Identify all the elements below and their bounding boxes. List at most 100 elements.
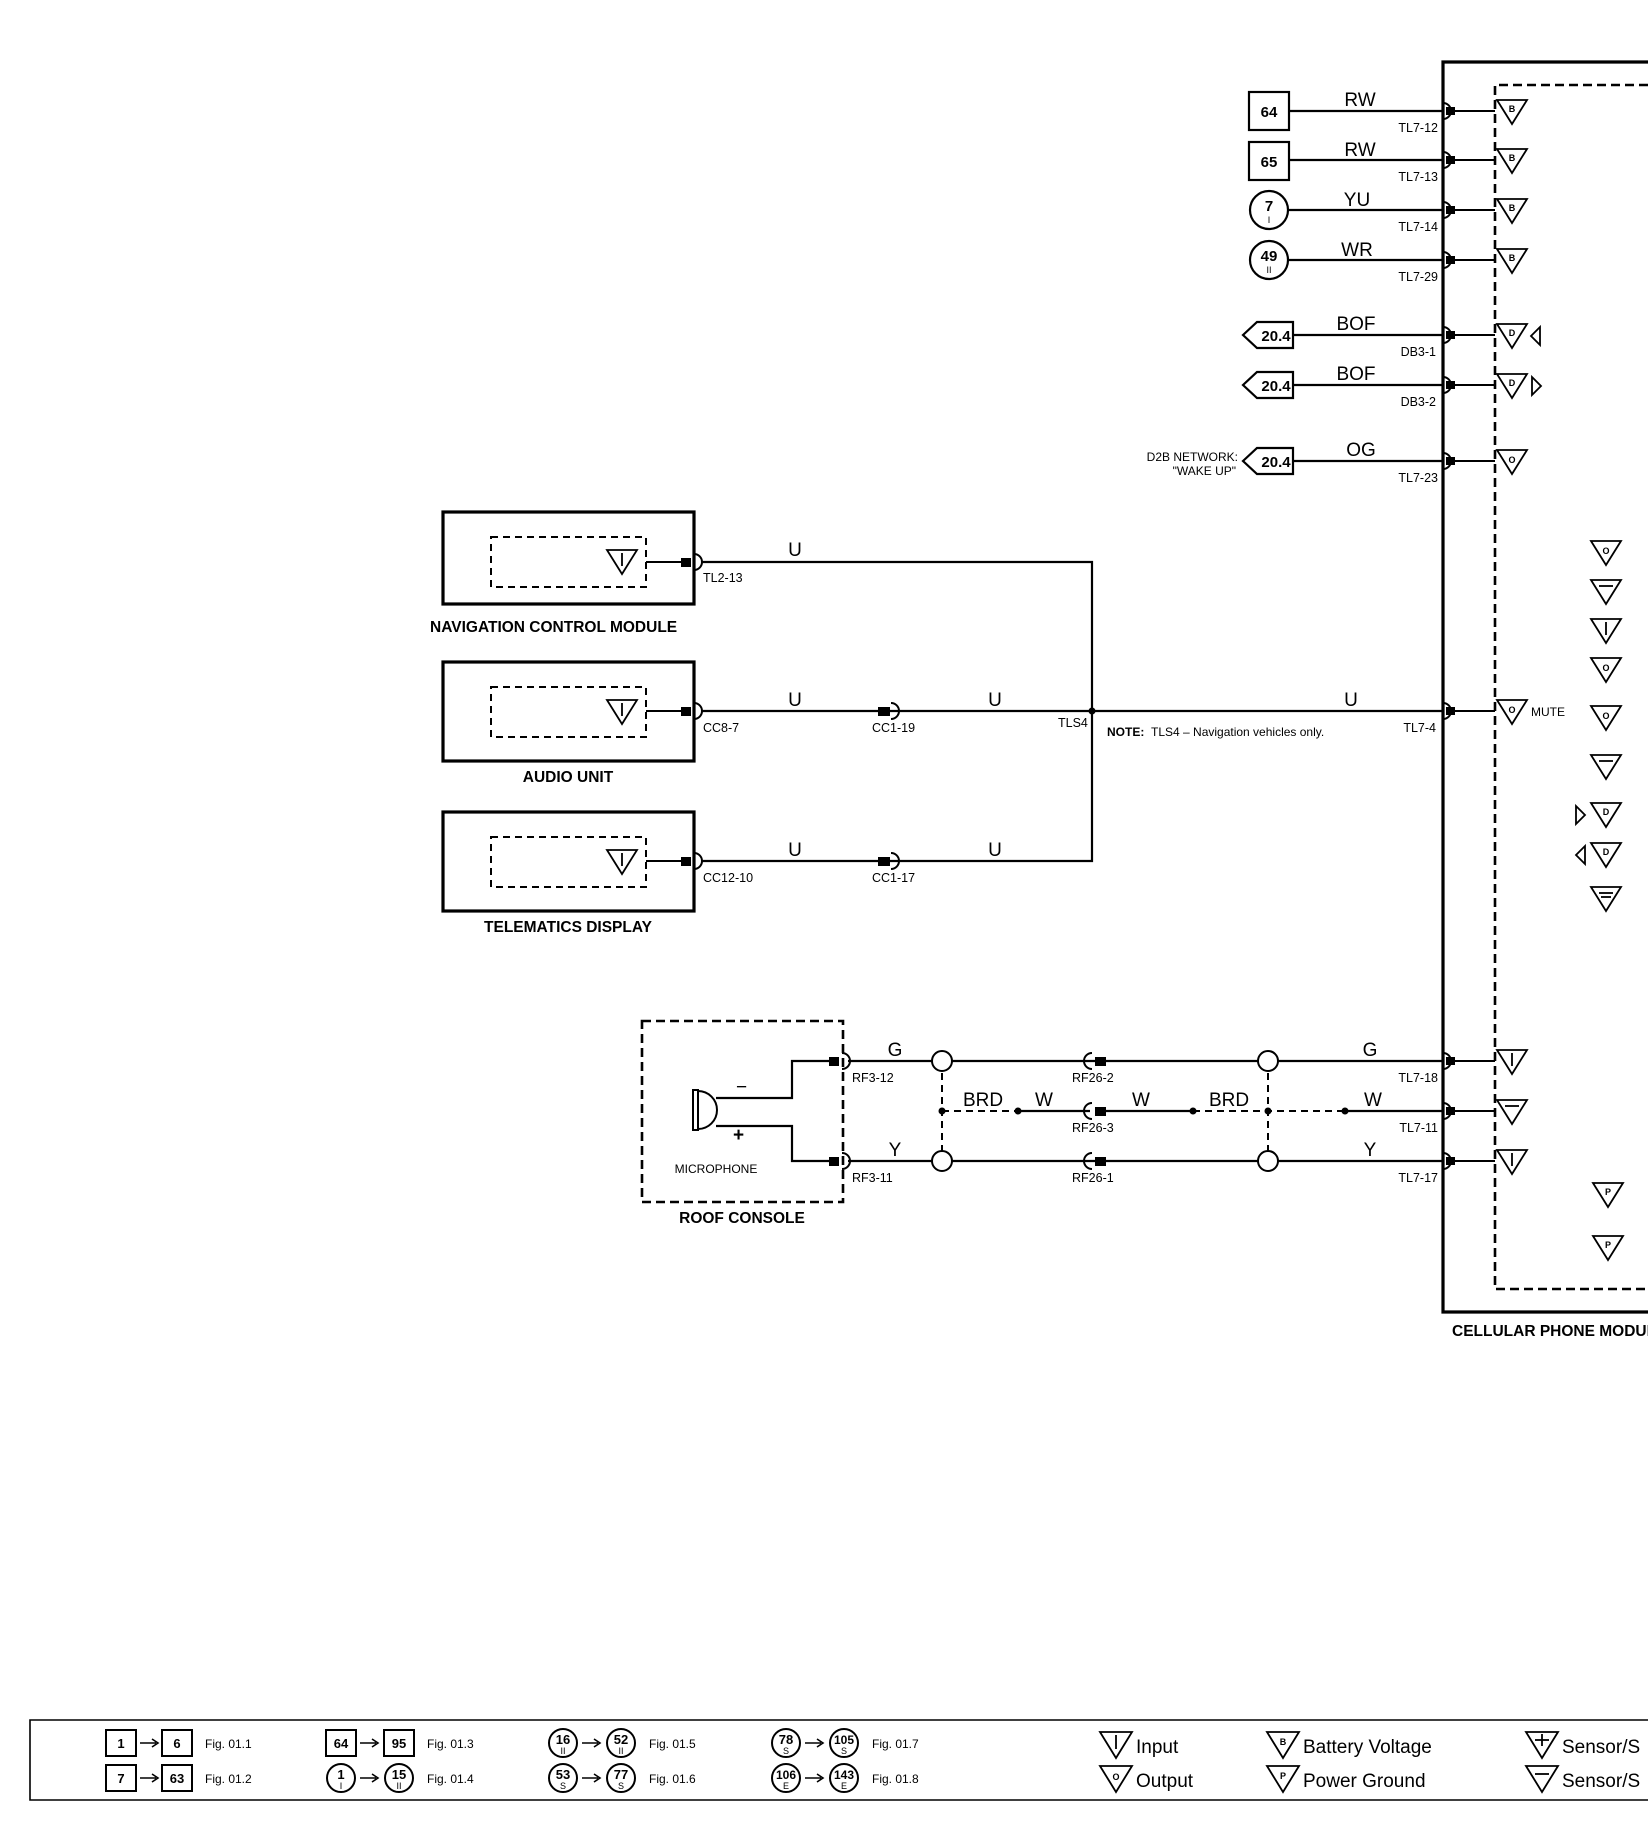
- wire-color-label: BRD: [963, 1090, 1003, 1111]
- supply-row-7: 7 I YU TL7-14: [1248, 189, 1443, 234]
- legend-range-7: 78 S 105 S Fig. 01.7: [771, 1728, 919, 1758]
- wire-color-label: W: [1364, 1090, 1382, 1111]
- battery-voltage-icon: [1265, 1731, 1301, 1760]
- sensor-ground-icon: [1589, 886, 1623, 913]
- svg-text:105: 105: [834, 1733, 854, 1747]
- arrow-right-icon: [140, 1738, 160, 1748]
- bus-direction-right-icon: [1575, 803, 1587, 827]
- pin-label: DB3-1: [1401, 345, 1436, 359]
- page-ref-64-label: 64: [1261, 104, 1278, 121]
- svg-text:O: O: [1602, 663, 1609, 673]
- legend-range-3: 64 95 Fig. 01.3: [325, 1729, 474, 1757]
- pin-label: TL7-14: [1398, 220, 1438, 234]
- legend-fig-label: Fig. 01.7: [872, 1737, 919, 1751]
- supply-row-49: 49 II WR TL7-29: [1248, 239, 1443, 284]
- svg-text:7: 7: [117, 1771, 124, 1786]
- legend: 1 6 Fig. 01.1 7 63 Fig. 01.2 64 95 Fig. …: [29, 1719, 1648, 1801]
- power-ground-icon: [1591, 1235, 1625, 1262]
- note-text: TLS4 – Navigation vehicles only.: [1151, 725, 1324, 739]
- svg-text:1: 1: [117, 1736, 124, 1751]
- mute-label: MUTE: [1531, 705, 1565, 719]
- legend-range-1: 1 6 Fig. 01.1: [105, 1729, 252, 1757]
- svg-text:64: 64: [334, 1736, 349, 1751]
- page-ref-7-label: 7: [1265, 198, 1273, 215]
- pin-label: TL7-11: [1399, 1121, 1438, 1135]
- svg-text:D: D: [1509, 378, 1516, 388]
- wire-color-label: U: [988, 840, 1002, 861]
- pin-label: TL7-23: [1398, 471, 1438, 485]
- wire-color-label: BOF: [1336, 314, 1375, 335]
- data-bus-icon: [1495, 323, 1529, 350]
- wire-color-label: U: [1344, 690, 1358, 711]
- svg-text:O: O: [1112, 1772, 1119, 1782]
- telematics-display-label: TELEMATICS DISPLAY: [484, 919, 653, 936]
- legend-range-4: 1 I 15 II Fig. 01.4: [326, 1763, 474, 1793]
- bus-direction-left-icon: [1574, 843, 1586, 867]
- page-ref-65-label: 65: [1261, 154, 1278, 171]
- svg-text:D: D: [1509, 328, 1516, 338]
- legend-range-2: 7 63 Fig. 01.2: [105, 1764, 252, 1792]
- svg-text:E: E: [841, 1781, 847, 1791]
- data-bus-icon: [1589, 842, 1623, 869]
- inline-connector-label: RF26-1: [1072, 1171, 1114, 1185]
- mute-wiring: U U U U U U CC1-19 CC1-17 TLS4 TL7-4 NOT…: [702, 540, 1443, 885]
- note-bold: NOTE:: [1107, 725, 1144, 739]
- output-icon: [1098, 1765, 1134, 1794]
- wire-color-label: Y: [889, 1140, 902, 1161]
- pin-label: TL7-17: [1398, 1171, 1438, 1185]
- page-ref-box-64: [1247, 90, 1291, 132]
- wire-color-label: YU: [1344, 190, 1370, 211]
- output-icon: [1589, 705, 1623, 732]
- pin-label: TL7-13: [1398, 170, 1438, 184]
- pin-label: TL7-4: [1403, 721, 1436, 735]
- battery-voltage-icon: [1495, 198, 1529, 225]
- legend-symbols: O B P: [1098, 1731, 1560, 1794]
- data-bus-icon: [1589, 802, 1623, 829]
- cellular-phone-module: CELLULAR PHONE MODULE: [1441, 60, 1648, 1340]
- svg-text:S: S: [618, 1781, 624, 1791]
- supply-row-65: 65 RW TL7-13: [1247, 140, 1443, 184]
- svg-text:63: 63: [170, 1771, 184, 1786]
- page-ref-49-label: 49: [1261, 248, 1278, 265]
- output-icon: [1495, 449, 1529, 476]
- wire-color-label: U: [788, 840, 802, 861]
- microphone-label: MICROPHONE: [675, 1162, 758, 1176]
- arrow-right-icon: [805, 1738, 825, 1748]
- navigation-control-module: NAVIGATION CONTROL MODULE TL2-13: [430, 510, 743, 636]
- pin-label: RF3-12: [852, 1071, 894, 1085]
- pin-label: TL7-29: [1398, 270, 1438, 284]
- battery-voltage-icon: [1495, 248, 1529, 275]
- inline-connector-label: RF26-2: [1072, 1071, 1114, 1085]
- svg-text:D: D: [1603, 847, 1610, 857]
- shield-ring: [931, 1150, 953, 1172]
- wire-color-label: W: [1132, 1090, 1150, 1111]
- wire-color-label: W: [1035, 1090, 1053, 1111]
- svg-text:P: P: [1280, 1771, 1286, 1781]
- svg-text:6: 6: [173, 1736, 180, 1751]
- wire-color-label: RW: [1344, 90, 1375, 111]
- wire-color-label: G: [1363, 1040, 1378, 1061]
- legend-range-8: 106 E 143 E Fig. 01.8: [771, 1763, 919, 1793]
- network-ref-label: 20.4: [1261, 454, 1291, 471]
- pin-label: CC12-10: [703, 871, 753, 885]
- sensor-ground-icon: [1589, 579, 1623, 606]
- battery-voltage-icon: [1495, 148, 1529, 175]
- shield-ring: [1257, 1150, 1279, 1172]
- svg-text:53: 53: [556, 1767, 570, 1782]
- svg-text:O: O: [1602, 546, 1609, 556]
- wire-color-label: WR: [1341, 240, 1373, 261]
- legend-battery-label: Battery Voltage: [1303, 1737, 1432, 1758]
- wire-color-label: U: [988, 690, 1002, 711]
- internal-stubs: [1455, 110, 1495, 1162]
- svg-text:P: P: [1605, 1187, 1611, 1197]
- wire-color-label: G: [888, 1040, 903, 1061]
- network-ref-label: 20.4: [1261, 328, 1291, 345]
- audio-unit-label: AUDIO UNIT: [523, 769, 614, 786]
- svg-text:1: 1: [337, 1767, 344, 1782]
- svg-text:78: 78: [779, 1732, 793, 1747]
- svg-text:B: B: [1280, 1737, 1287, 1747]
- mic-minus-label: −: [736, 1077, 747, 1098]
- legend-input-label: Input: [1136, 1737, 1179, 1758]
- sensor-ground-icon: [1524, 1765, 1560, 1794]
